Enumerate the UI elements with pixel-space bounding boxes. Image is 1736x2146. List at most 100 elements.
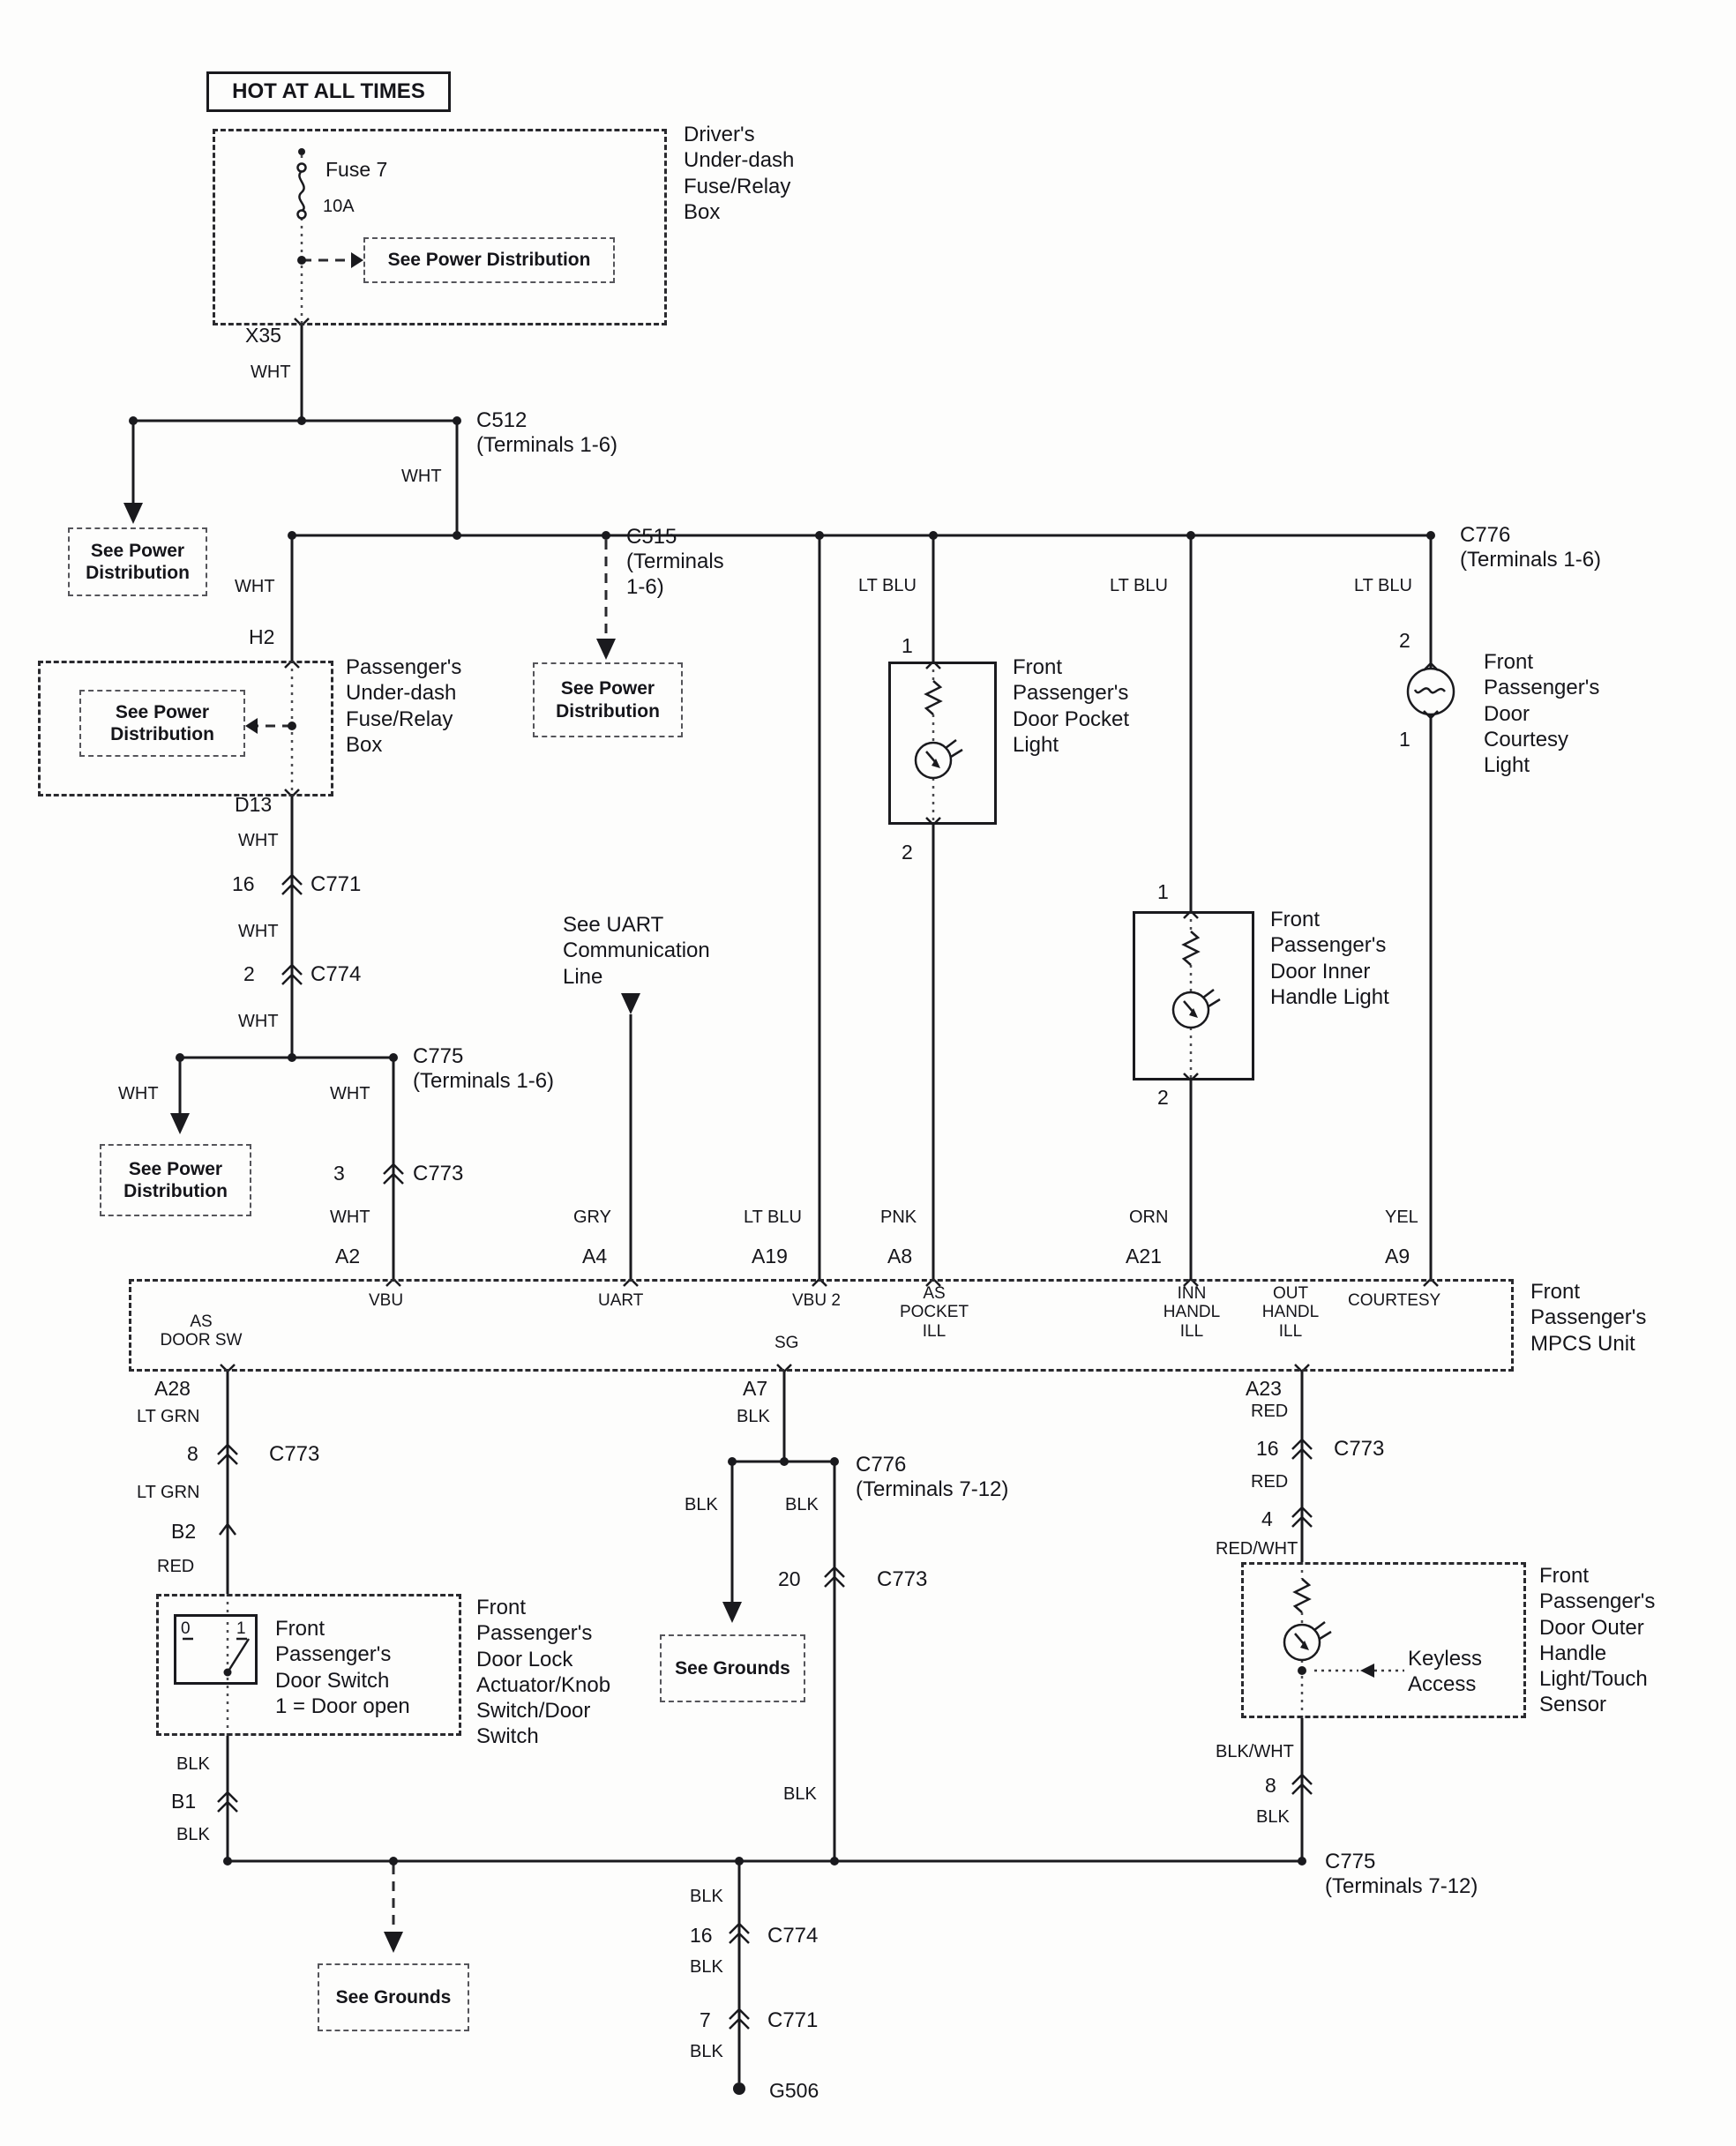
wire-color-ltgrn-2: LT GRN [137, 1483, 200, 1502]
door-switch-pos-1: 1 [236, 1619, 246, 1638]
connector-c773-pin20: 20 [778, 1567, 801, 1590]
wire-color-wht-9: WHT [330, 1208, 370, 1227]
connector-pin8: 8 [1265, 1774, 1276, 1797]
connector-c776-16-label: C776 [1460, 523, 1511, 547]
connector-c776-712-terminals: (Terminals 7-12) [856, 1477, 1009, 1501]
see-power-distribution-ref-passenger: See Power Distribution [79, 690, 245, 757]
hot-at-all-times-box: HOT AT ALL TIMES [206, 71, 451, 112]
wire-color-ltblu-3: LT BLU [1354, 576, 1412, 595]
wire-color-red-1: RED [157, 1557, 195, 1576]
mpcs-unit-label: Front Passenger's MPCS Unit [1530, 1280, 1647, 1356]
door-lock-actuator-label: Front Passenger's Door Lock Actuator/Kno… [476, 1596, 611, 1749]
connector-c773-label-c: C773 [877, 1567, 928, 1591]
connector-c774-pin2: 2 [243, 962, 255, 985]
door-switch-pivot [223, 1668, 232, 1677]
wire-color-red-2: RED [1251, 1402, 1289, 1421]
driver-fuse-box-label: Driver's Under-dash Fuse/Relay Box [684, 123, 795, 224]
inner-handle-pin-2: 2 [1157, 1086, 1169, 1109]
wire-color-blkwht: BLK/WHT [1216, 1742, 1294, 1761]
door-switch-pos-0: 0 [181, 1619, 191, 1638]
mpcs-pin-a4: A4 [582, 1245, 608, 1267]
wire-color-blk-5: BLK [785, 1495, 819, 1514]
ground-symbol-g506 [733, 2082, 745, 2095]
terminal-b2-label: B2 [171, 1520, 197, 1543]
wire-color-wht-7: WHT [118, 1084, 159, 1103]
connector-c773-pin8: 8 [187, 1442, 198, 1465]
wire-color-blk-3: BLK [737, 1407, 770, 1426]
mpcs-signal-inn-handl-ill: INN HANDL ILL [1163, 1284, 1221, 1341]
door-lock-actuator-box [156, 1594, 461, 1736]
mpcs-signal-as-door-sw: AS DOOR SW [160, 1312, 243, 1350]
connector-symbols [217, 873, 1313, 2030]
courtesy-pin-1: 1 [1399, 728, 1410, 751]
mpcs-pin-a23: A23 [1246, 1377, 1282, 1400]
wires [131, 325, 1433, 2082]
connector-c773-label-a: C773 [413, 1162, 464, 1185]
pocket-light-box [888, 662, 997, 825]
fuse-name-label: Fuse 7 [326, 158, 388, 181]
lamp-arrow-tips [932, 759, 1309, 1650]
mpcs-signal-as-pocket-ill: AS POCKET ILL [899, 1284, 969, 1341]
connector-c515-terminals: (Terminals 1-6) [626, 550, 724, 600]
pocket-light-pin-2: 2 [902, 841, 913, 864]
wire-color-blk-4: BLK [685, 1495, 718, 1514]
wire-color-ltgrn-1: LT GRN [137, 1407, 200, 1426]
pocket-light-pin-1: 1 [902, 634, 913, 657]
see-power-distribution-ref-left: See Power Distribution [68, 527, 207, 596]
fuse-symbol [296, 162, 307, 220]
wire-color-red-3: RED [1251, 1472, 1289, 1492]
connector-c771-label: C771 [311, 872, 362, 896]
door-switch-box [174, 1614, 258, 1685]
see-power-distribution-ref-c515: See Power Distribution [533, 662, 683, 737]
outer-handle-sensor-label: Front Passenger's Door Outer Handle Ligh… [1539, 1564, 1656, 1717]
mpcs-pin-a7: A7 [743, 1377, 768, 1400]
mpcs-pin-a8: A8 [887, 1245, 913, 1267]
passenger-fuse-box-label: Passenger's Under-dash Fuse/Relay Box [346, 655, 462, 757]
wire-color-orn: ORN [1129, 1208, 1169, 1227]
courtesy-pin-2: 2 [1399, 629, 1410, 652]
see-power-distribution-ref-driver: See Power Distribution [363, 237, 615, 283]
connector-c775-712-label: C775 [1325, 1850, 1376, 1873]
terminal-x35-label: X35 [245, 324, 281, 347]
wire-color-wht-8: WHT [330, 1084, 370, 1103]
mpcs-signal-out-handl-ill: OUT HANDL ILL [1261, 1284, 1320, 1341]
terminal-h2-label: H2 [249, 625, 275, 648]
door-switch-symbol [183, 1637, 251, 1673]
connector-c774-label: C774 [311, 962, 362, 986]
see-grounds-ref-mid: See Grounds [660, 1634, 805, 1702]
wire-color-wht-1: WHT [251, 363, 291, 382]
connector-c771-pin7: 7 [700, 2008, 711, 2031]
wire-color-ltblu-2: LT BLU [1110, 576, 1168, 595]
terminal-d13-label: D13 [235, 793, 273, 816]
wire-color-blk-2: BLK [176, 1825, 210, 1844]
see-grounds-ref-bottom: See Grounds [318, 1963, 469, 2031]
inner-handle-light-label: Front Passenger's Door Inner Handle Ligh… [1270, 908, 1389, 1009]
connector-c512-label: C512 [476, 408, 528, 432]
connector-c776-712-label: C776 [856, 1453, 907, 1477]
connector-c773-label-b: C773 [269, 1442, 320, 1466]
wire-color-yel: YEL [1385, 1208, 1418, 1227]
connector-c771-pin16: 16 [232, 872, 255, 895]
mpcs-pin-a9: A9 [1385, 1245, 1410, 1267]
wire-color-blk-9: BLK [690, 1957, 723, 1977]
wire-color-wht-4: WHT [238, 831, 279, 850]
connector-c771-label-b: C771 [767, 2008, 819, 2032]
keyless-access-label: Keyless Access [1408, 1647, 1483, 1697]
reference-arrows [123, 252, 1374, 1953]
connector-c773-pin16: 16 [1256, 1437, 1279, 1460]
wire-color-redwht: RED/WHT [1216, 1539, 1298, 1559]
inner-handle-light-box [1133, 911, 1254, 1080]
mpcs-pin-a21: A21 [1126, 1245, 1162, 1267]
outer-handle-sensor-box [1241, 1562, 1526, 1718]
fuse-rating-label: 10A [323, 197, 355, 216]
see-uart-label: See UART Communication Line [563, 913, 710, 989]
door-switch-label: Front Passenger's Door Switch 1 = Door o… [275, 1617, 410, 1718]
mpcs-signal-vbu: VBU [369, 1291, 404, 1310]
connector-c773-pin3: 3 [333, 1162, 345, 1185]
connector-c776-16-terminals: (Terminals 1-6) [1460, 548, 1602, 572]
see-power-distribution-ref-c775: See Power Distribution [100, 1144, 251, 1216]
wire-color-gry: GRY [573, 1208, 611, 1227]
connector-c774-pin16: 16 [690, 1924, 713, 1947]
inner-handle-pin-1: 1 [1157, 880, 1169, 903]
